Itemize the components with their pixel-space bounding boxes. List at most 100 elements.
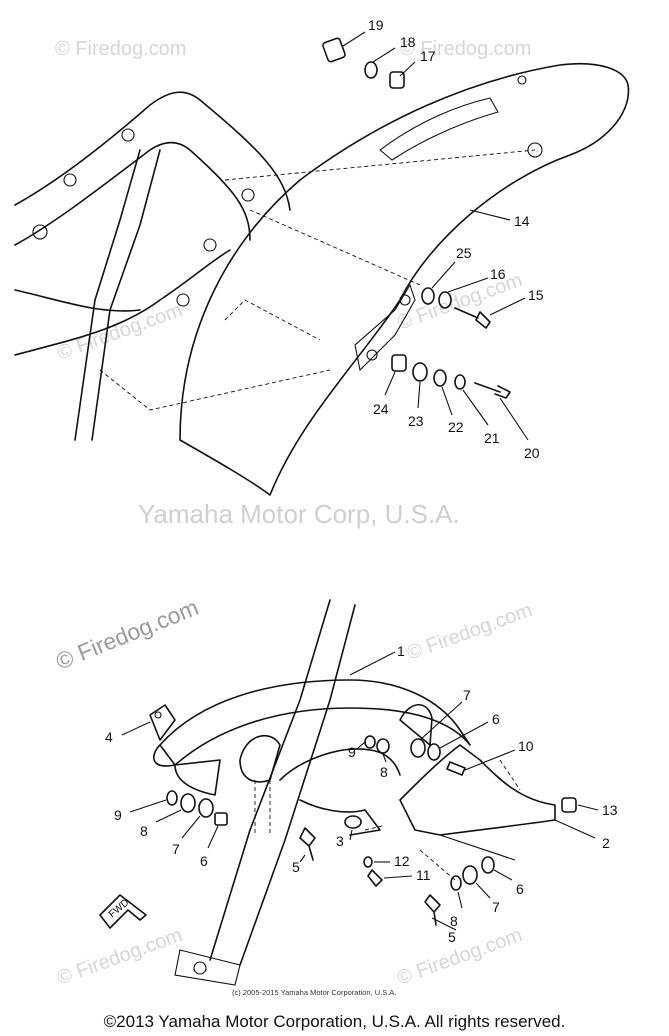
frame-bolt (121, 128, 135, 142)
callout-2: 2 (602, 835, 610, 851)
frame-bolt (203, 238, 217, 252)
bolt-5b (424, 894, 441, 926)
callout-7a: 7 (172, 841, 180, 857)
callout-18: 18 (400, 34, 416, 50)
collar-7c (462, 865, 478, 885)
callout-6c: 6 (516, 881, 524, 897)
callout-8b: 8 (380, 764, 388, 780)
alignment-line (99, 369, 331, 411)
fender-mount-hole (399, 294, 411, 306)
callout-15: 15 (528, 287, 544, 303)
callout-6b: 6 (492, 711, 500, 727)
washer-25 (421, 287, 435, 305)
bolt-15 (454, 307, 491, 329)
collar-7a (198, 798, 214, 818)
bolt-5a (299, 827, 316, 861)
nut-6a (214, 812, 228, 826)
watermark-firedog-large: © Firedog.com (52, 594, 202, 675)
callout-3: 3 (336, 833, 344, 849)
callout-16: 16 (490, 266, 506, 282)
callout-5a: 5 (292, 859, 300, 875)
fender-stay-2 (399, 744, 556, 836)
collar-7b (410, 738, 426, 758)
watermark-bottom-left: © Firedog.com (54, 924, 185, 990)
frame-side-rail (14, 289, 141, 312)
top-callouts: 19 18 17 14 25 16 15 24 23 22 21 20 (342, 17, 544, 461)
fender-stay-bracket-left (239, 734, 281, 783)
alignment-line (224, 149, 536, 181)
callout-5b: 5 (448, 929, 456, 945)
alignment-line (254, 780, 271, 835)
fender-mount-hole (517, 75, 527, 85)
frame-bolt (176, 293, 190, 307)
fender-front-tip (174, 759, 221, 796)
callout-14: 14 (514, 213, 530, 229)
frame-rail-lower (14, 141, 251, 246)
washer-22 (433, 369, 447, 387)
fender-bracket-4 (149, 704, 176, 741)
damper-6b (427, 743, 441, 761)
front-fender (159, 679, 471, 766)
callout-1: 1 (397, 643, 405, 659)
nut-13 (561, 797, 577, 813)
washer-21 (454, 374, 466, 390)
watermarks: © Firedog.com © Firedog.com © Firedog.co… (52, 38, 535, 990)
watermark-lower-right: © Firedog.com (404, 599, 535, 665)
fender-mount-hole (527, 142, 543, 158)
damper-8b (376, 738, 390, 754)
callout-7b: 7 (463, 687, 471, 703)
washer-16 (438, 291, 452, 309)
forward-arrow-icon: FWD (99, 894, 147, 929)
rear-fender-assembly (14, 37, 630, 496)
callout-8c: 8 (450, 913, 458, 929)
damper-8a (180, 793, 196, 813)
callout-4: 4 (105, 729, 113, 745)
watermark-bottom-right: © Firedog.com (394, 924, 525, 990)
fender-front-edge (152, 744, 176, 767)
frame-rail-upper (14, 91, 291, 211)
callout-12: 12 (394, 853, 410, 869)
nut-17 (389, 71, 405, 89)
washer-9a (166, 790, 178, 806)
damper-8c (450, 875, 462, 891)
frame-down-tube-rear (91, 149, 161, 441)
callout-24: 24 (373, 401, 389, 417)
callout-9b: 9 (348, 744, 356, 760)
callout-7c: 7 (492, 899, 500, 915)
frame-down-tube (74, 149, 141, 441)
fender-stay-edge (439, 834, 516, 861)
callout-23: 23 (408, 413, 424, 429)
fork-bottom (174, 949, 241, 986)
fender-stay-3-lower (299, 799, 381, 836)
fork-tube-right (239, 604, 356, 966)
callout-22: 22 (448, 419, 464, 435)
alignment-line (419, 849, 456, 881)
callout-8a: 8 (140, 823, 148, 839)
callout-21: 21 (484, 430, 500, 446)
alignment-line (499, 759, 521, 791)
watermark-top-left: © Firedog.com (55, 38, 186, 60)
bolt-10 (446, 761, 466, 776)
callout-13: 13 (602, 802, 618, 818)
damper-6c (481, 856, 495, 874)
fender-stay-3 (279, 748, 401, 781)
fender-bracket-side (354, 283, 416, 372)
front-fender-assembly: FWD (99, 599, 577, 986)
bolt-19 (322, 37, 346, 63)
frame-bolt (63, 173, 77, 187)
washer-12 (363, 856, 373, 868)
callout-25: 25 (456, 245, 472, 261)
washer-18 (364, 61, 378, 79)
alignment-line (364, 825, 383, 831)
watermark-mid-left: © Firedog.com (54, 299, 185, 365)
damper-23 (412, 362, 428, 382)
stay-end (344, 815, 362, 829)
rear-fender (179, 62, 630, 496)
bottom-callouts: 1 2 3 4 5 5 6 6 6 7 7 7 8 8 8 9 9 10 1 (105, 643, 618, 945)
bolt-20 (474, 382, 511, 399)
callout-10: 10 (518, 738, 534, 754)
callout-6a: 6 (200, 853, 208, 869)
washer-9b (364, 735, 376, 749)
bolt-11 (367, 869, 383, 887)
